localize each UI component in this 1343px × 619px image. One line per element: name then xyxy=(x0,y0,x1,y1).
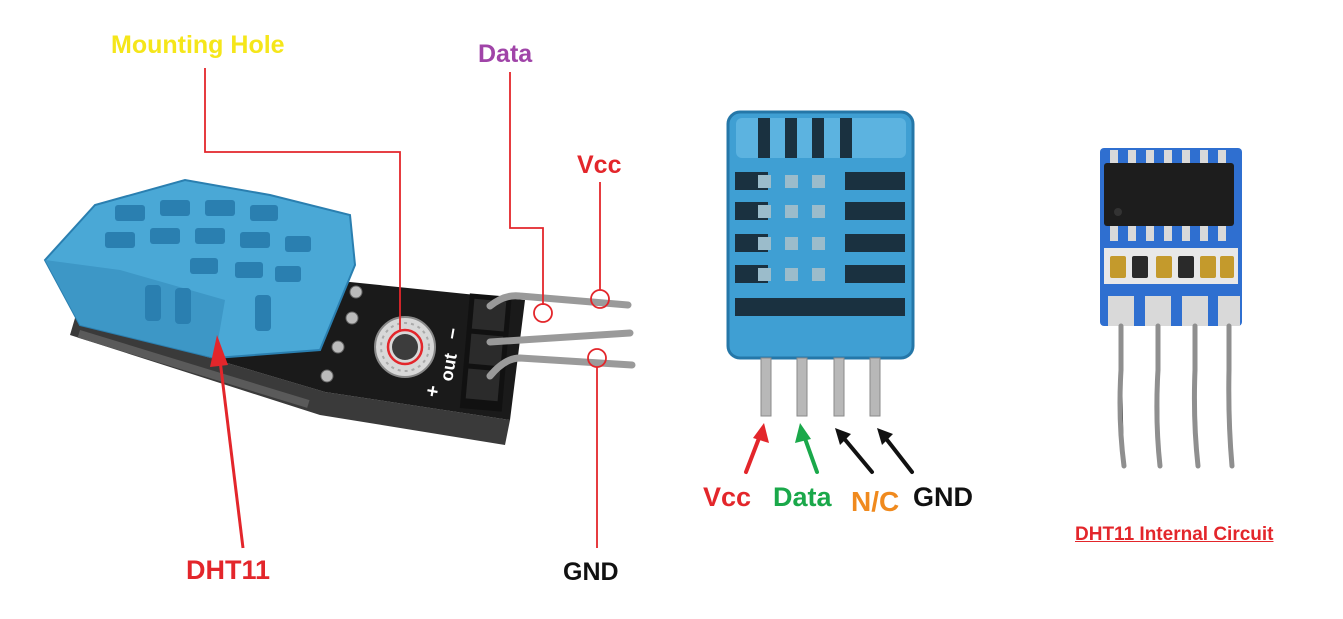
mounting-hole xyxy=(374,316,436,378)
board-silkscreen: + out – xyxy=(421,326,464,399)
label-pin-gnd: GND xyxy=(913,482,973,512)
header-pins xyxy=(486,292,636,380)
silk-plus: + xyxy=(421,384,445,399)
sensor-body xyxy=(43,178,357,360)
label-data-top: Data xyxy=(478,40,533,68)
silk-minus: – xyxy=(440,326,464,341)
sensor-solder-pads xyxy=(320,285,363,383)
pinout-center-grid xyxy=(758,175,825,281)
data-pin-marker xyxy=(533,303,553,323)
internal-circuit-photo xyxy=(1100,148,1242,469)
label-vcc-top: Vcc xyxy=(577,151,622,179)
silk-out: out xyxy=(436,352,461,383)
circuit-leads xyxy=(1117,323,1235,469)
module-callouts xyxy=(204,68,610,548)
label-pin-data: Data xyxy=(773,482,832,512)
label-gnd-module: GND xyxy=(563,558,619,586)
dht11-arrow xyxy=(210,335,245,549)
label-dht11: DHT11 xyxy=(186,555,271,585)
gnd-pin-marker xyxy=(587,348,607,368)
dht11-pinout xyxy=(726,110,915,474)
data-leader xyxy=(509,72,544,305)
label-pin-vcc: Vcc xyxy=(703,482,752,512)
dht11-module: + out – xyxy=(43,178,636,445)
label-internal-circuit: DHT11 Internal Circuit xyxy=(1075,524,1274,545)
label-pin-nc: N/C xyxy=(851,486,900,517)
vcc-pin-marker xyxy=(590,289,610,309)
pcb-pad-row xyxy=(77,329,310,408)
mounting-hole-leader xyxy=(204,68,401,330)
nc-arrow xyxy=(840,434,874,474)
ic-chip xyxy=(1104,163,1234,226)
gnd-arrow xyxy=(882,434,914,474)
pinout-legs xyxy=(760,357,881,417)
pin-arrows xyxy=(744,423,914,474)
pinout-slots xyxy=(735,118,905,316)
label-mounting-hole: Mounting Hole xyxy=(111,31,285,59)
